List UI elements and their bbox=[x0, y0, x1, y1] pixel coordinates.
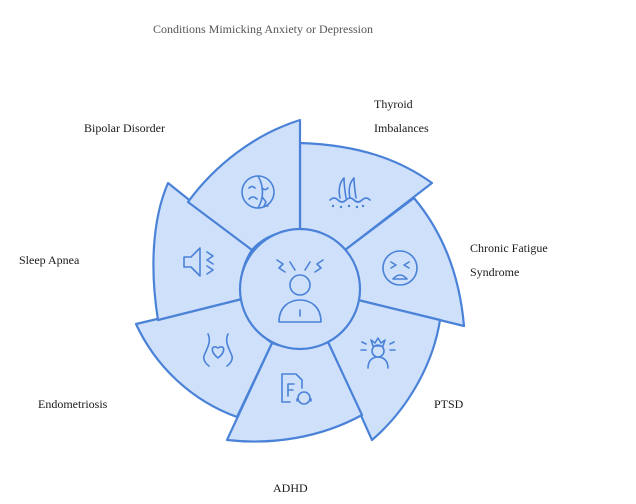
label-chronic-fatigue: Chronic Fatigue Syndrome bbox=[470, 241, 548, 279]
svg-text:Bipolar Disorder: Bipolar Disorder bbox=[84, 121, 165, 135]
label-thyroid: Thyroid Imbalances bbox=[374, 97, 429, 135]
label-adhd: ADHD bbox=[273, 481, 308, 495]
person-stress-icon bbox=[360, 337, 396, 369]
svg-text:Sleep Apnea: Sleep Apnea bbox=[19, 253, 80, 267]
center-circle bbox=[238, 227, 362, 351]
label-ptsd: PTSD bbox=[434, 397, 464, 411]
skin-hair-icon bbox=[329, 177, 371, 209]
svg-text:Imbalances: Imbalances bbox=[374, 121, 429, 135]
document-headset-icon bbox=[281, 373, 312, 405]
tired-face-icon bbox=[382, 250, 418, 286]
svg-text:Thyroid: Thyroid bbox=[374, 97, 413, 111]
mask-face-icon bbox=[241, 175, 275, 209]
label-endometriosis: Endometriosis bbox=[38, 397, 108, 411]
svg-text:Endometriosis: Endometriosis bbox=[38, 397, 108, 411]
uterus-heart-icon bbox=[203, 333, 233, 367]
speaker-noise-icon bbox=[183, 247, 214, 277]
svg-text:Syndrome: Syndrome bbox=[470, 265, 519, 279]
label-sleep-apnea: Sleep Apnea bbox=[19, 253, 80, 267]
diagram-title: Conditions Mimicking Anxiety or Depressi… bbox=[153, 22, 373, 36]
stressed-person-icon bbox=[276, 259, 324, 323]
label-bipolar: Bipolar Disorder bbox=[84, 121, 165, 135]
svg-text:Chronic Fatigue: Chronic Fatigue bbox=[470, 241, 548, 255]
svg-text:ADHD: ADHD bbox=[273, 481, 308, 495]
svg-text:PTSD: PTSD bbox=[434, 397, 464, 411]
